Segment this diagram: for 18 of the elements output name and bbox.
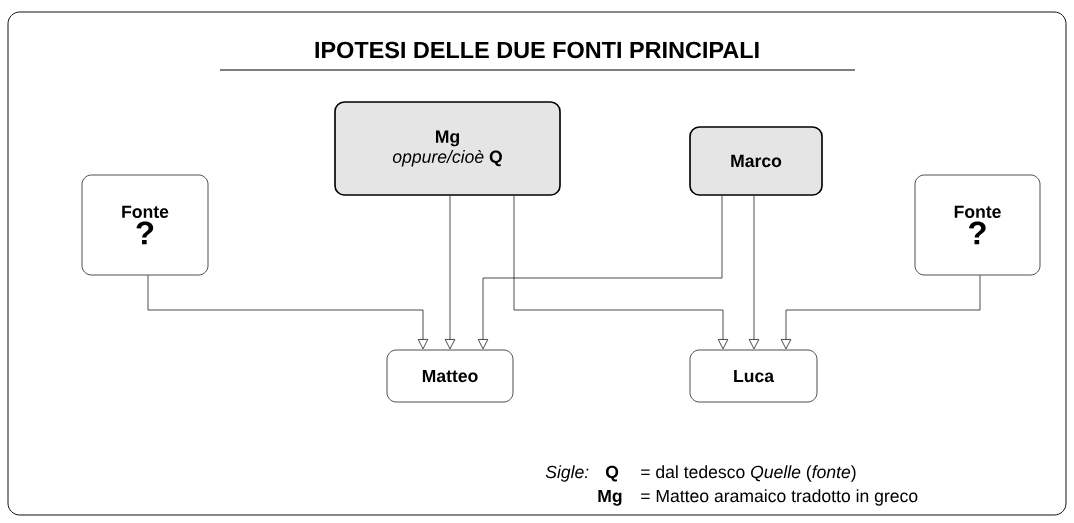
abbreviation: Mg [598, 489, 622, 506]
source-box: Mg oppure/cioè Q [334, 101, 561, 196]
legend-heading: Sigle: [545, 465, 589, 482]
gospel-box: Luca [689, 349, 818, 403]
source-box: Fonte ? [81, 174, 209, 276]
arrow [477, 195, 723, 350]
arrow [444, 195, 456, 350]
arrow [780, 275, 981, 350]
source-box: Fonte ? [914, 174, 1041, 276]
title: IPOTESI DELLE DUE FONTI PRINCIPALI [315, 41, 759, 59]
arrow [513, 195, 729, 350]
abbreviation: Q [605, 465, 619, 482]
abbreviation-meaning: = dal tedesco Quelle (fonte) [641, 465, 856, 482]
gospel-box: Matteo [386, 349, 514, 403]
arrow [147, 275, 429, 350]
abbreviation-meaning: = Matteo aramaico tradotto in greco [641, 489, 918, 506]
source-box: Marco [689, 126, 823, 196]
arrow [748, 195, 760, 350]
